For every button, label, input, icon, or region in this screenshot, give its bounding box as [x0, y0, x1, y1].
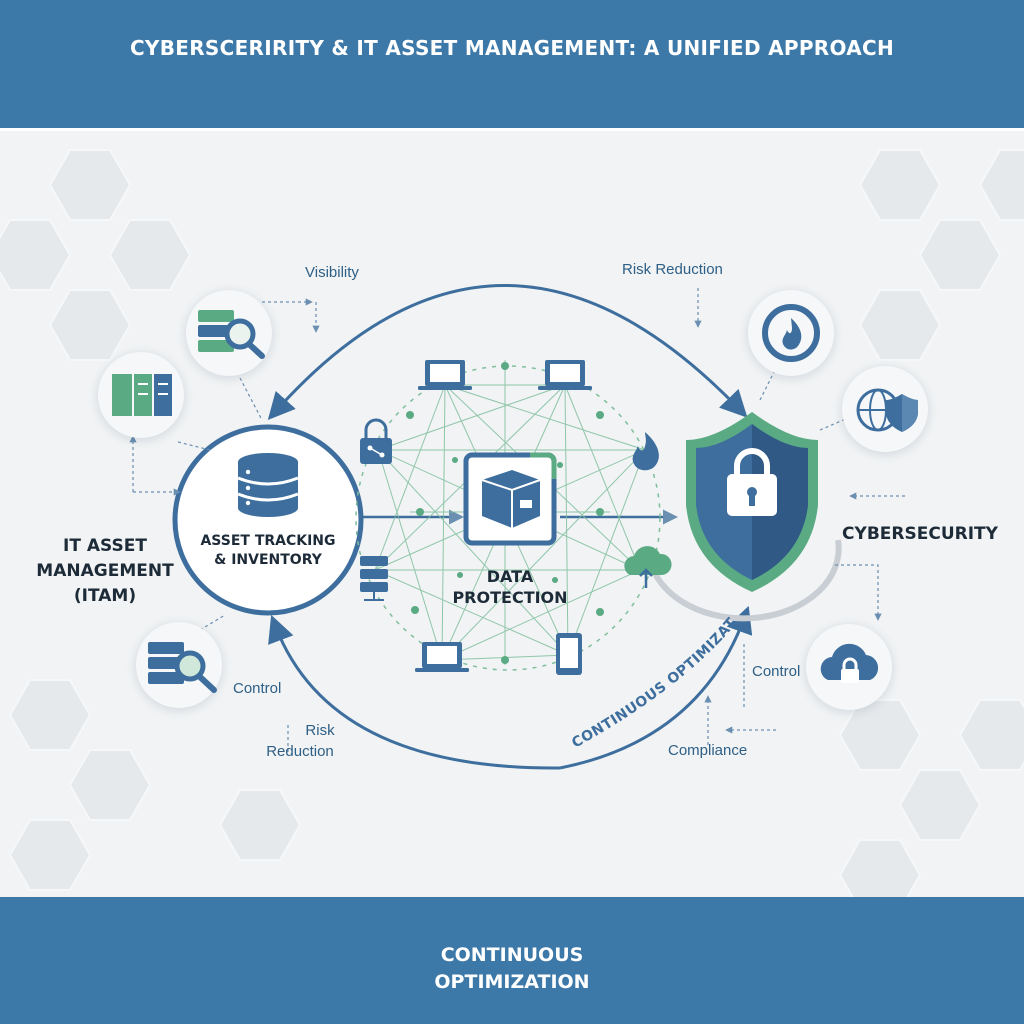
footer-label: CONTINUOUS OPTIMIZATION — [0, 942, 1024, 996]
header-banner — [0, 0, 1024, 131]
itam-hub-line1: ASSET TRACKING — [200, 533, 336, 549]
data-protection-line1: DATA — [486, 567, 534, 586]
cloud-upload-icon — [624, 546, 672, 588]
risk-left-line2: Reduction — [266, 743, 334, 760]
tablet-icon — [556, 633, 582, 675]
data-protection-line2: PROTECTION — [452, 588, 568, 607]
server-rack-icon — [112, 374, 172, 416]
fire-shield-icon — [762, 304, 820, 362]
itam-title-line3: (ITAM) — [73, 586, 137, 606]
itam-hub — [172, 424, 364, 616]
risk-left-line1: Risk — [305, 722, 335, 739]
footer-line2: OPTIMIZATION — [434, 971, 590, 993]
laptop-icon — [418, 360, 472, 390]
fire-shield-circle — [748, 290, 834, 376]
laptop-icon — [538, 360, 592, 390]
fire-icon — [632, 432, 659, 471]
globe-shield-circle — [842, 366, 928, 452]
cloud-lock-icon — [820, 643, 879, 683]
itam-hub-line2: & INVENTORY — [214, 552, 322, 568]
network-nodes — [406, 362, 604, 664]
risk-reduction-top-label: Risk Reduction — [622, 261, 723, 278]
hexagon-pattern — [0, 149, 1024, 911]
cloud-lock-circle — [806, 624, 892, 710]
cybersecurity-title: CYBERSECURITY — [842, 524, 998, 544]
box-icon — [463, 452, 557, 546]
footer-line1: CONTINUOUS — [440, 944, 584, 966]
compliance-label: Compliance — [668, 742, 748, 759]
laptop-icon — [415, 642, 469, 672]
control-left-label: Control — [233, 680, 282, 697]
page-title: CYBERSCERIRITY & IT ASSET MANAGEMENT: A … — [129, 36, 895, 60]
server-stack-icon — [360, 556, 388, 601]
itam-title: IT ASSET MANAGEMENT (ITAM) — [30, 534, 180, 609]
server-search-circle — [186, 290, 272, 376]
visibility-label: Visibility — [305, 264, 359, 281]
server-search-circle-lower — [136, 622, 222, 708]
itam-hub-label: ASSET TRACKING & INVENTORY — [188, 532, 348, 570]
shield-lock-icon — [686, 412, 818, 592]
globe-shield-icon — [856, 388, 918, 432]
itam-title-line1: IT ASSET — [63, 536, 147, 556]
server-search-icon — [198, 310, 265, 359]
server-search-icon — [148, 642, 217, 693]
server-rack-circle — [98, 352, 184, 438]
data-protection-label: DATA PROTECTION — [440, 566, 580, 608]
footer-banner — [0, 897, 1024, 1024]
itam-title-line2: MANAGEMENT — [36, 561, 174, 581]
database-icon — [237, 453, 299, 517]
control-right-label: Control — [752, 663, 801, 680]
risk-reduction-left-label: Risk Reduction — [255, 720, 345, 762]
lock-network-icon — [360, 418, 392, 464]
network-mesh — [374, 360, 646, 665]
